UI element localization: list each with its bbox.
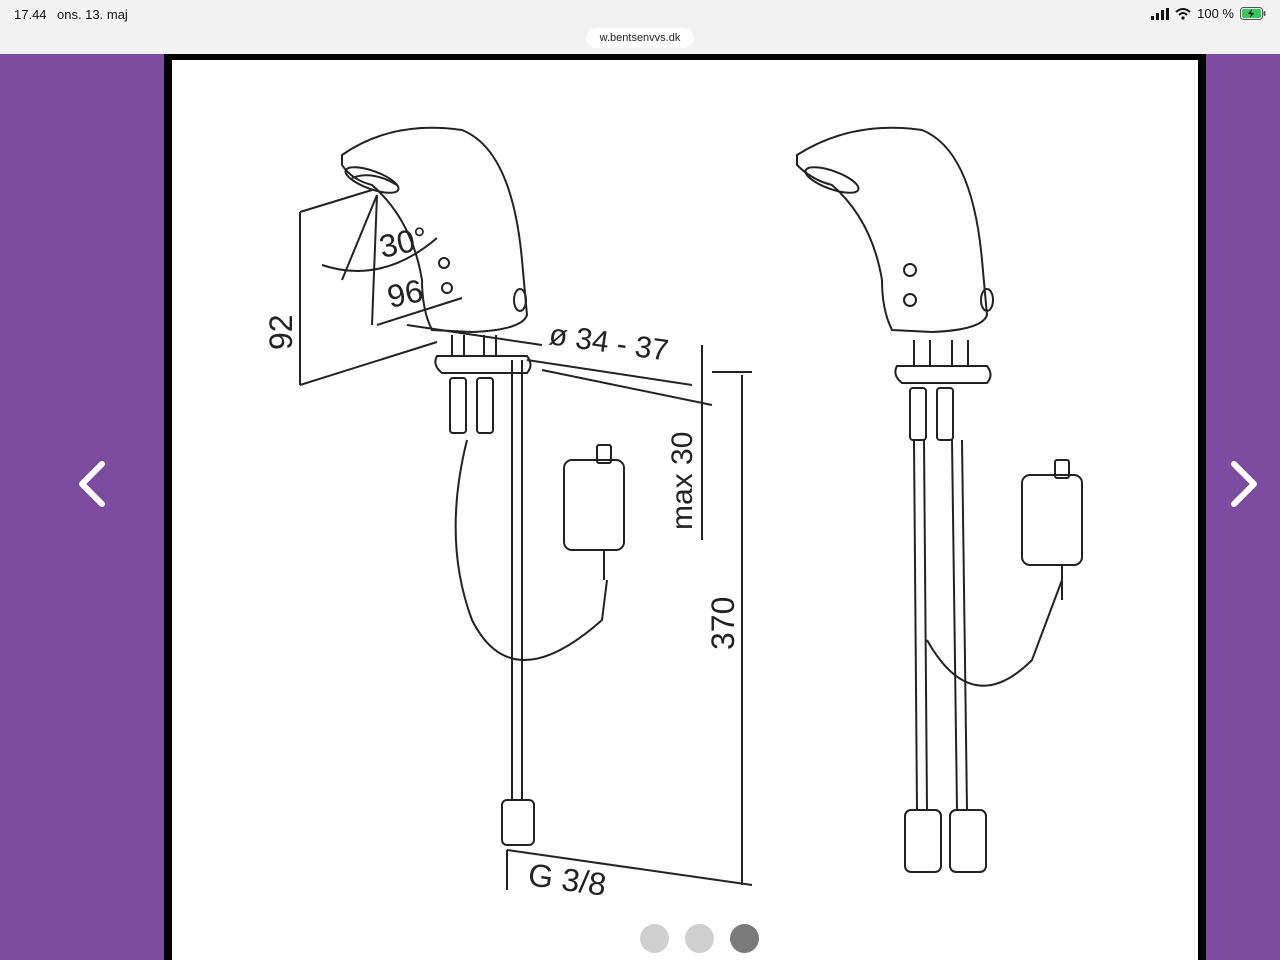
address-bar: w.bentsenvvs.dk [0, 28, 1280, 54]
faucet-technical-drawing: 92 30° 96 ø 34 - 37 max 30 370 G 3/8 [170, 60, 1200, 960]
status-date: ons. 13. maj [57, 7, 128, 22]
dim-reach-96: 96 [384, 272, 426, 315]
pagination-dots [640, 924, 759, 953]
status-indicators: 100 % [1151, 6, 1266, 21]
wifi-icon [1175, 7, 1191, 20]
status-time: 17.44 [14, 7, 47, 22]
pagination-dot-1[interactable] [640, 924, 669, 953]
dim-angle-30: 30° [376, 220, 431, 265]
slide-frame: 92 30° 96 ø 34 - 37 max 30 370 G 3/8 [164, 54, 1206, 960]
drawing-canvas: 92 30° 96 ø 34 - 37 max 30 370 G 3/8 [263, 126, 1083, 903]
dim-height-92: 92 [263, 314, 299, 350]
cellular-signal-icon [1151, 7, 1170, 20]
chevron-right-icon[interactable] [1216, 454, 1276, 514]
dim-max-thickness: max 30 [666, 432, 699, 530]
chevron-left-icon[interactable] [60, 454, 120, 514]
image-gallery: 92 30° 96 ø 34 - 37 max 30 370 G 3/8 [0, 54, 1280, 960]
status-bar: 17.44 ons. 13. maj 100 % [0, 0, 1280, 30]
url-field[interactable]: w.bentsenvvs.dk [586, 28, 694, 48]
pagination-dot-3[interactable] [730, 924, 759, 953]
dim-diameter: ø 34 - 37 [547, 318, 670, 367]
pagination-dot-2[interactable] [685, 924, 714, 953]
battery-charging-icon [1240, 7, 1266, 20]
battery-percentage: 100 % [1197, 6, 1234, 21]
dim-hose-length: 370 [705, 597, 741, 650]
